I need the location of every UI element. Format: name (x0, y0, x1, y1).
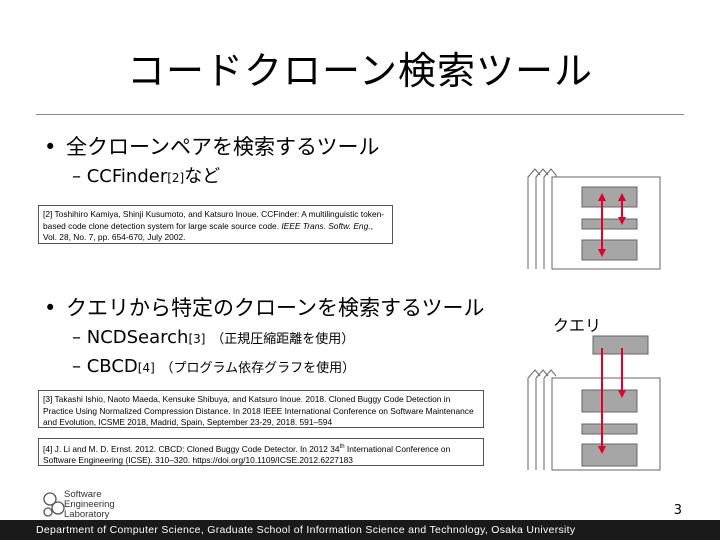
reference-text: [4] J. Li and M. D. Ernst. 2012. CBCD: C… (43, 443, 340, 454)
sub-tail: など (184, 166, 221, 187)
clone-pair-arrow (618, 193, 626, 225)
sub-dash: – (72, 166, 81, 187)
ref-marker: [2] (167, 171, 185, 185)
tool-name: CBCD (86, 356, 138, 377)
software-engineering-lab-logo (43, 492, 65, 517)
sub-ccfinder: – CCFinder[2]など (72, 165, 220, 190)
ref-marker: [3] (188, 332, 206, 346)
reference-sup: th (339, 444, 345, 450)
reference-box-3: [3] Takashi Ishio, Naoto Maeda, Kensuke … (38, 390, 484, 428)
bullet-text: 全クローンペアを検索するツール (66, 135, 380, 159)
reference-text: [2] Toshihiro Kamiya, Shinji Kusumoto, a… (43, 209, 385, 231)
all-clone-pairs-illustration (527, 168, 661, 270)
bullet-query-clone-search: • クエリから特定のクローンを検索するツール (44, 294, 485, 322)
logo-line: Engineering (64, 499, 115, 510)
sub-tail: （正規圧縮距離を使用） (211, 332, 355, 347)
tool-name: NCDSearch (86, 327, 189, 348)
code-fragment (581, 239, 638, 261)
sub-dash: – (72, 356, 81, 377)
sub-tail: （プログラム依存グラフを使用） (160, 361, 356, 376)
query-clone-search-illustration (527, 335, 661, 471)
query-label: クエリ (553, 316, 602, 335)
reference-journal: IEEE Trans. Softw. Eng. (281, 220, 371, 231)
logo-line: Software (64, 489, 102, 500)
reference-text-tail: International Conference on Software Eng… (43, 443, 451, 466)
ref-marker: [4] (137, 361, 155, 375)
logo-line: Laboratory (64, 509, 110, 520)
title-divider (36, 114, 684, 115)
code-fragment (581, 389, 638, 413)
bullet-dot: • (44, 135, 57, 159)
code-fragment (581, 423, 638, 435)
footer-text: Department of Computer Science, Graduate… (36, 524, 576, 536)
query-match-arrow (598, 348, 606, 454)
page-number: 3 (673, 503, 682, 518)
reference-text: [3] Takashi Ishio, Naoto Maeda, Kensuke … (43, 394, 474, 427)
sub-ncdsearch: – NCDSearch[3] （正規圧縮距離を使用） (72, 326, 354, 352)
slide-title: コードクローン検索ツール (126, 49, 594, 93)
bullet-text: クエリから特定のクローンを検索するツール (66, 296, 485, 320)
sub-dash: – (72, 327, 81, 348)
reference-text-tail: , Vol. 28, No. 7, pp. 654-670, July 2002… (43, 220, 373, 243)
reference-box-4: [4] J. Li and M. D. Ernst. 2012. CBCD: C… (38, 438, 484, 466)
code-fragment (581, 443, 638, 467)
logo-text: Software Engineering Laboratory (64, 490, 115, 520)
query-fragment (592, 335, 649, 355)
bullet-dot: • (44, 296, 57, 320)
code-fragment (581, 218, 638, 230)
bullet-all-clone-pairs: • 全クローンペアを検索するツール (44, 133, 380, 161)
footer-bar: Department of Computer Science, Graduate… (0, 520, 720, 540)
reference-box-2: [2] Toshihiro Kamiya, Shinji Kusumoto, a… (38, 205, 393, 244)
code-fragment (581, 186, 638, 208)
tool-name: CCFinder (86, 166, 168, 187)
query-match-arrow (618, 348, 626, 398)
clone-pair-arrow (598, 193, 606, 257)
sub-cbcd: – CBCD[4] （プログラム依存グラフを使用） (72, 355, 355, 381)
